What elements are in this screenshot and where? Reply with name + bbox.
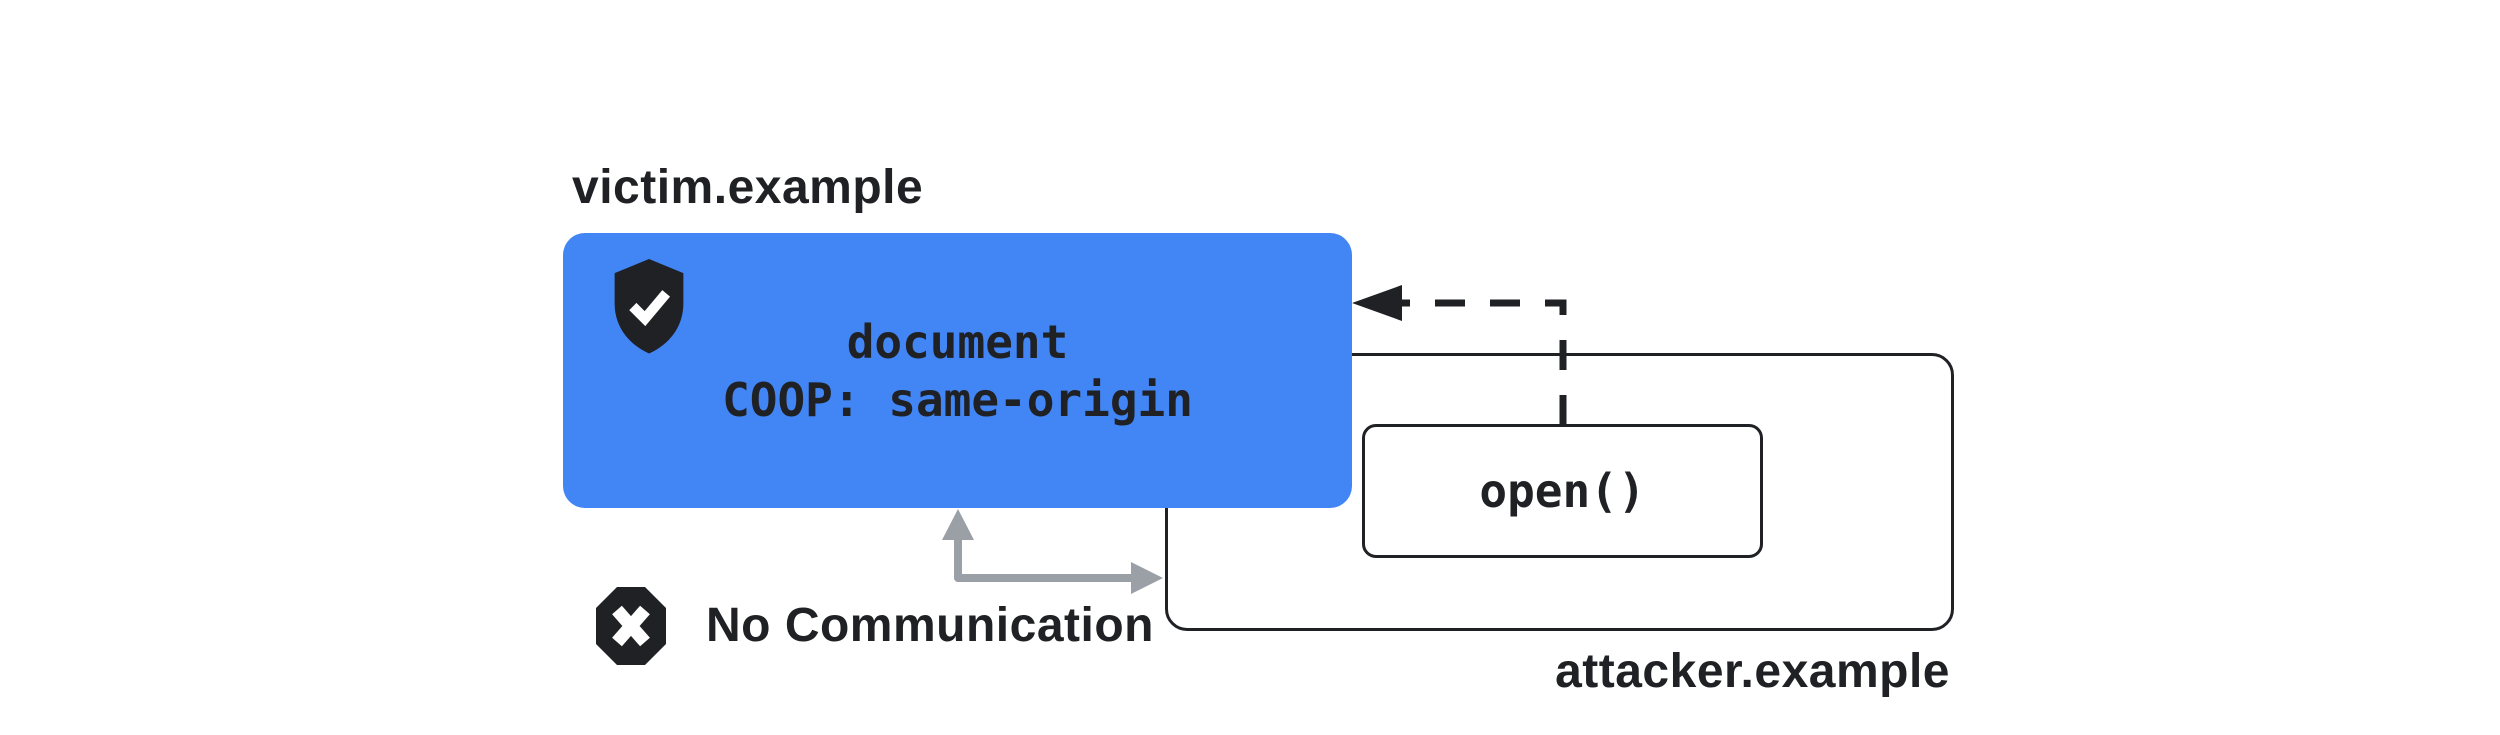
- document-text: document: [846, 314, 1069, 369]
- victim-domain-label: victim.example: [572, 161, 924, 214]
- victim-document-box: document COOP: same-origin: [563, 233, 1352, 508]
- coop-policy-text: COOP: same-origin: [722, 372, 1193, 427]
- open-call-box: open(): [1362, 424, 1763, 558]
- no-communication-label: No Communication: [706, 599, 1154, 652]
- blocked-x-icon: [596, 587, 666, 665]
- attacker-domain-label: attacker.example: [1555, 645, 1950, 698]
- shield-check-icon: [614, 259, 684, 354]
- open-call-label: open(): [1479, 464, 1646, 518]
